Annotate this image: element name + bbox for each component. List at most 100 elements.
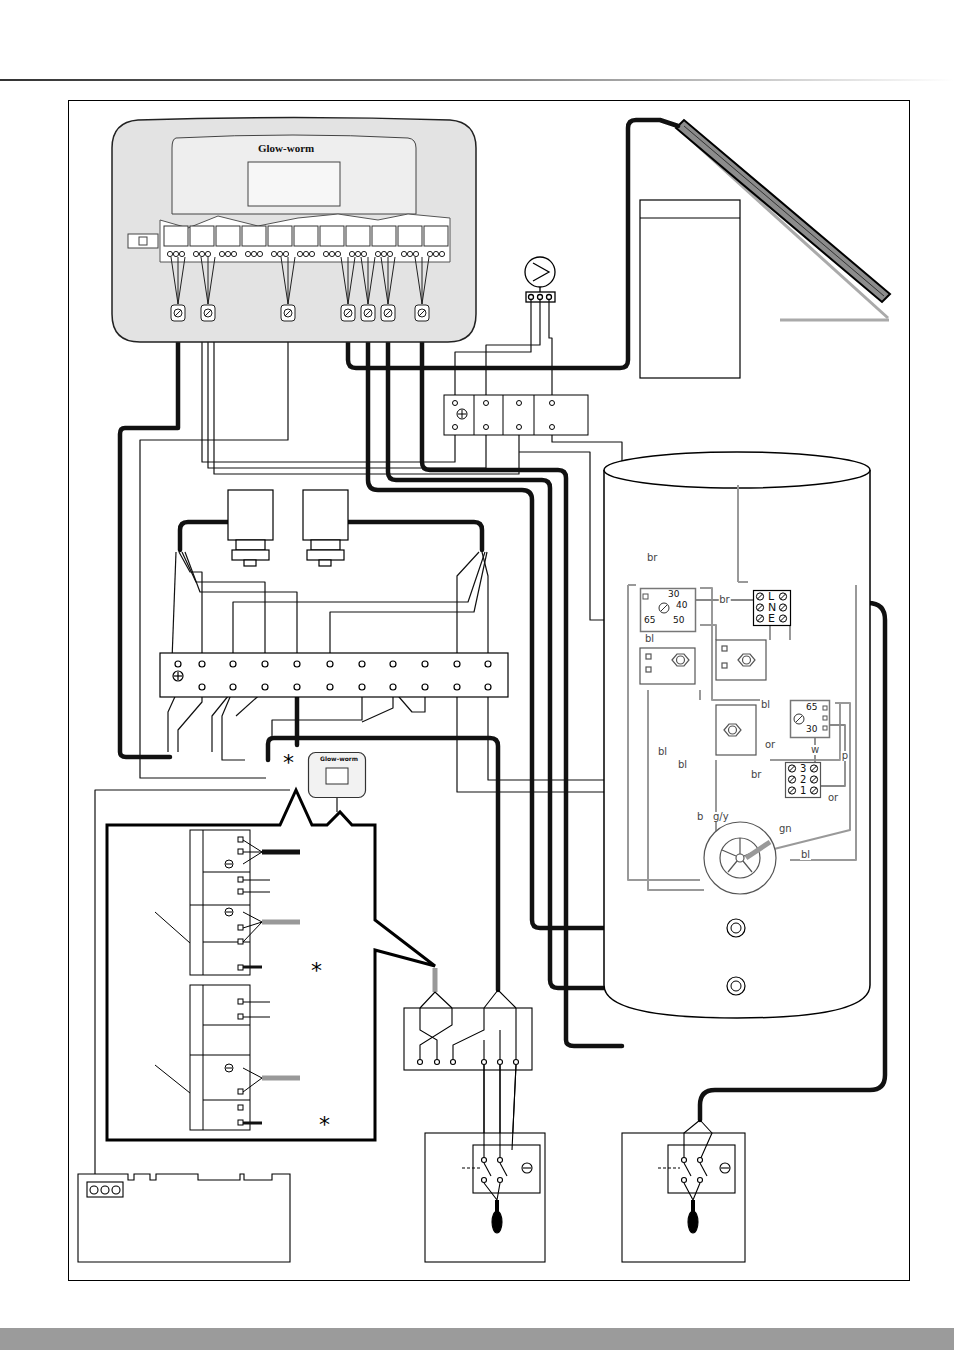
callout-box-part-part	[243, 1068, 262, 1092]
wiring-centre-part	[359, 684, 365, 690]
cylinder-thermostat-outline-part	[643, 594, 648, 599]
controller-housing-outline-part	[372, 226, 396, 246]
dial-mark: 40	[676, 601, 687, 610]
callout-box-part-part	[155, 912, 190, 943]
callout-box-part-part	[155, 1065, 190, 1093]
controller-housing-outline-part	[201, 257, 215, 304]
controller-housing-outline-part	[139, 237, 147, 245]
fused-spur-right-part	[720, 1163, 730, 1173]
pump-symbol-part	[538, 295, 543, 300]
junction-box-part	[517, 425, 522, 430]
cylinder-thermostat-outline-part	[661, 605, 667, 611]
controller-housing-outline-part	[174, 309, 182, 317]
wire-colour-code: bl	[644, 634, 655, 644]
controller-housing-outline-part	[199, 251, 204, 256]
wire-colour-code: bl	[760, 700, 771, 710]
fused-spur-left-part	[484, 1183, 500, 1200]
hot-water-cylinder-part-part	[770, 703, 850, 850]
hot-water-cylinder-part	[604, 470, 870, 1018]
mains-terminal-block-outline-part	[779, 593, 786, 600]
fused-spur-left-part	[495, 1200, 499, 1212]
mains-terminal-block-outline-part	[754, 591, 791, 626]
controller-housing-outline-part	[201, 305, 215, 321]
controller-housing-outline-part	[355, 251, 360, 256]
footnote-marker: *	[282, 752, 295, 774]
motorised-valves-part	[303, 490, 348, 540]
controller-housing-outline-part	[381, 305, 395, 321]
junction-box-part	[462, 410, 463, 418]
controller-housing-outline-part	[297, 251, 302, 256]
hot-water-cylinder-part-part	[716, 640, 766, 680]
hot-water-cylinder-part-part	[628, 585, 700, 880]
callout-box-part-part	[225, 1064, 233, 1072]
pump-symbol-part	[525, 257, 555, 287]
fused-spur-right-part	[682, 1158, 687, 1163]
room-control-unit-outline-part	[309, 753, 366, 798]
pump-symbol	[525, 257, 555, 302]
switch-box-part	[404, 1008, 532, 1070]
wiring-centre-part	[175, 661, 181, 667]
boiler-board	[78, 1174, 290, 1262]
thin-wires-part	[202, 330, 455, 462]
fused-spur-right-part	[698, 1178, 703, 1183]
callout-box-part-part	[203, 985, 204, 1130]
fused-spur-left-part	[462, 1167, 480, 1168]
room-control-unit-outline-part	[326, 768, 348, 784]
wire-colour-code: br	[718, 595, 730, 605]
switch-box-part	[418, 1060, 423, 1065]
room-control-unit: Glow-worm	[308, 752, 366, 798]
pump-symbol-part	[547, 295, 552, 300]
callout-box	[107, 790, 435, 1140]
motorised-valves-part	[232, 550, 269, 560]
terminal-block-outline-part	[786, 763, 821, 798]
fused-spur-right-part	[691, 1200, 695, 1212]
solar-collector-part	[780, 319, 889, 322]
callout-box-part-part	[243, 840, 262, 864]
controller-housing-outline-part	[341, 305, 355, 321]
controller-housing-outline-part	[381, 257, 395, 304]
callout-box-part-part	[238, 1014, 243, 1019]
page-frame-part	[69, 101, 910, 1281]
wiring-centre-part	[422, 661, 428, 667]
callout-box-part	[262, 920, 300, 925]
hot-water-cylinder-part-part	[648, 690, 704, 890]
controller-housing-outline-part	[268, 226, 292, 246]
hot-water-cylinder-part-part	[640, 648, 695, 684]
controller-housing-outline-part	[128, 234, 158, 248]
wiring-centre-part	[199, 684, 205, 690]
controller-housing-outline-part	[271, 251, 276, 256]
switch-box-part	[420, 1008, 452, 1062]
controller-housing-outline-part	[335, 251, 340, 256]
controller-housing-outline-part	[231, 251, 236, 256]
junction-box-part	[484, 401, 489, 406]
callout-box-part-part	[190, 985, 250, 1130]
thin-wires-part	[178, 690, 202, 752]
fused-spur-left-part	[425, 1133, 545, 1262]
solar-collector-part	[640, 200, 740, 378]
controller-housing-outline-part	[242, 226, 266, 246]
terminal-letter: L	[768, 591, 774, 602]
junction-box-part	[457, 409, 467, 419]
pump-symbol-part	[533, 263, 549, 281]
callout-box-part-part	[238, 925, 243, 930]
hot-water-cylinder-part-part	[699, 690, 701, 700]
controller-housing-outline-part	[427, 251, 432, 256]
fused-spur-right-part	[684, 1163, 691, 1176]
callout-box-part-part	[238, 849, 243, 854]
controller-housing-outline-part	[320, 226, 344, 246]
callout-box-part-part	[238, 877, 243, 882]
hot-water-cylinder-part	[727, 977, 745, 995]
callout-box-part	[262, 1076, 300, 1081]
switch-box-part	[514, 1060, 519, 1065]
terminal-letter: E	[768, 613, 775, 624]
motorised-valves-part	[311, 540, 340, 550]
wiring-centre-part	[160, 653, 508, 697]
dial-mark: 30	[806, 725, 817, 734]
controller-housing-outline-part	[245, 251, 250, 256]
controller-housing-outline-part	[193, 251, 198, 256]
wiring-centre	[160, 653, 508, 697]
terminal-block-outline-part	[810, 765, 817, 772]
controller-housing-outline-part	[407, 251, 412, 256]
wire-colour-code: bl	[677, 760, 688, 770]
